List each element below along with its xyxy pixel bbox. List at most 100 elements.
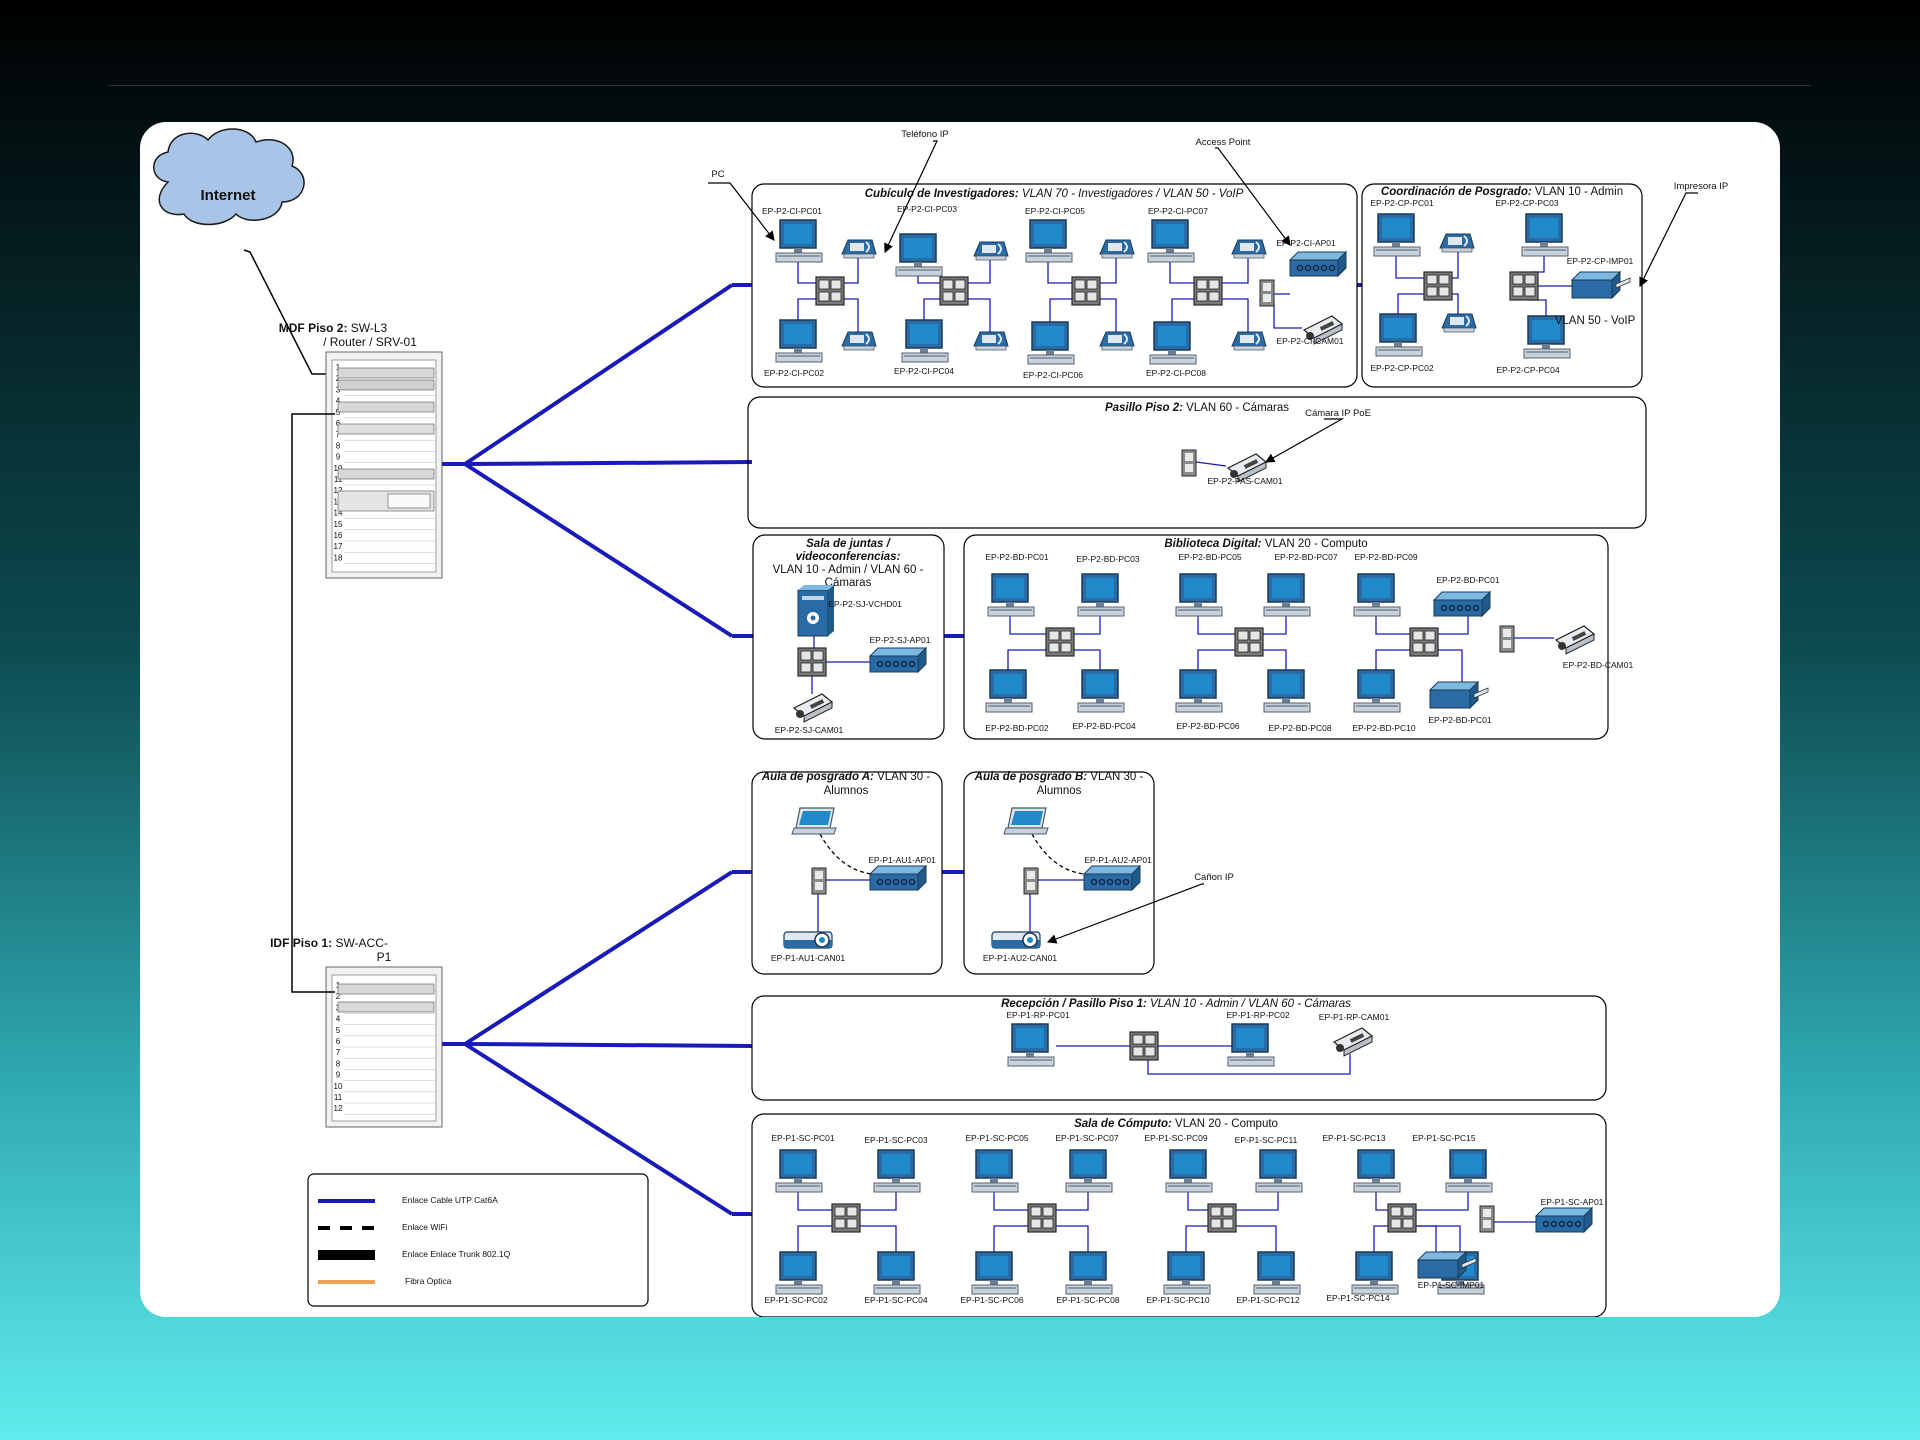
rp-title-bold: Recepción / Pasillo Piso 1: [1001,998,1147,1010]
utp-link [968,298,991,332]
pc-icon [1263,669,1311,713]
utp-link [1375,1192,1388,1211]
device-label: EP-P1-AU1-CAN01 [771,953,845,963]
pc-icon [987,573,1035,617]
device-label: EP-P2-CI-PC07 [1148,206,1208,216]
ci-title-bold: Cubículo de Investigadores: [865,188,1019,200]
ip-phone-icon [1439,233,1475,253]
device-label: EP-P2-CP-PC04 [1496,365,1560,375]
mdfUnits-unit: 14 [334,509,343,518]
mdfUnits-unit: 9 [336,453,341,462]
svg-text:MDF Piso 2: SW-L3: MDF Piso 2: SW-L3 [279,321,388,335]
pc-icon [1065,1149,1113,1193]
utp-link [844,298,859,332]
ip-phone-icon [973,241,1009,261]
wall-jack-icon [1181,449,1197,477]
wall-jack-icon [1479,1205,1495,1233]
device-label: EP-P2-BD-PC01 [985,552,1049,562]
idfUnits-unit: 12 [334,1104,343,1113]
pc-icon [1255,1149,1303,1193]
idfUnits-unit: 7 [336,1048,341,1057]
callout-impresora: Impresora IP [1674,181,1728,192]
device-label: EP-P2-CI-PC02 [764,368,824,378]
ip-printer-icon [1571,271,1631,299]
utp-link [1197,616,1235,635]
device-label: EP-P2-CI-PC05 [1025,206,1085,216]
device-label: EP-P2-CP-PC02 [1370,363,1434,373]
ip-phone-icon [1099,331,1135,351]
device-label: EP-P2-BD-CAM01 [1563,660,1634,670]
switch-icon [939,276,969,306]
pc-icon [1165,1149,1213,1193]
mdfUnits-unit: 8 [336,441,341,450]
pc-icon [895,233,943,277]
ip-phone-icon [1441,313,1477,333]
area-box-sc [751,1113,1607,1317]
ip-phone-icon [841,239,877,259]
switch-icon [1071,276,1101,306]
access-point-icon [869,865,927,891]
network-diagram: Internet MDF Piso 2: SW-L3 / Router / SR… [153,128,1728,1317]
laptop-icon [791,807,837,835]
callout-telefono: Teléfono IP [901,129,949,140]
svg-text:Aula de posgrado B: VLAN 30 -: Aula de posgrado B: VLAN 30 - [974,771,1144,783]
mdfUnits-unit: 2 [336,374,341,383]
cp-voip-label: VLAN 50 - VoIP [1555,315,1636,327]
sj-title-bold2: videoconferencias: [796,551,901,563]
au2-title-bold: Aula de posgrado B: [974,771,1088,783]
legend-label-trunk: Enlace Enlace Trunk 802.1Q [402,1249,511,1259]
utp-link [1171,298,1194,322]
pc-icon [1163,1251,1211,1295]
pc-icon [1353,669,1401,713]
au2-title-rest2: Alumnos [1037,785,1082,797]
device-label: EP-P2-CP-PC01 [1370,198,1434,208]
rp-title-rest: VLAN 10 - Admin / VLAN 60 - Cámaras [1147,998,1351,1010]
callout-pc: PC [711,169,724,180]
mdf-title-bold: MDF Piso 2: [279,321,348,335]
pc-icon [775,1251,823,1295]
access-point-icon [1535,1207,1593,1233]
wifi-link [819,833,873,875]
ip-phone-icon [841,331,877,351]
switch-icon [1409,627,1439,657]
utp-link [1263,616,1287,635]
utp-link [917,276,940,284]
switch-icon [1045,627,1075,657]
device-label: EP-P1-RP-PC02 [1226,1010,1290,1020]
pc-icon [971,1149,1019,1193]
pas-title-bold: Pasillo Piso 2: [1105,402,1183,414]
mdfUnits-unit: 11 [334,475,343,484]
device-label: EP-P2-CI-CAM01 [1276,336,1343,346]
device-label: EP-P2-CP-PC03 [1495,198,1559,208]
svg-text:Pasillo Piso 2: VLAN 60 - Cáma: Pasillo Piso 2: VLAN 60 - Cámaras [1105,402,1289,414]
utp-link [797,298,816,320]
device-label: EP-P1-SC-PC08 [1056,1295,1120,1305]
utp-link [1236,1225,1277,1252]
device-label: EP-P1-SC-PC06 [960,1295,1024,1305]
area-box-au1 [751,771,943,975]
device-label: EP-P1-RP-CAM01 [1319,1012,1390,1022]
wall-jack-icon [1259,279,1275,307]
device-label: EP-P1-SC-PC03 [864,1135,928,1145]
callout-canon: Cañon IP [1194,872,1234,883]
utp-link [1056,1225,1089,1252]
projector-icon [991,931,1041,949]
idfUnits-unit: 8 [336,1059,341,1068]
wall-jack-icon [1023,867,1039,895]
area-box-rp [751,995,1607,1101]
utp-link [1416,1192,1469,1211]
mdfUnits-unit: 17 [334,542,343,551]
ip-printer-icon [1429,681,1489,709]
device-label: EP-P1-SC-PC04 [864,1295,928,1305]
au1-title-bold: Aula de posgrado A: [761,771,874,783]
device-label: EP-P2-CI-PC01 [762,206,822,216]
device-label: EP-P1-AU2-CAN01 [983,953,1057,963]
utp-link [1147,1054,1351,1075]
mdfUnits-unit: 7 [336,430,341,439]
au2-title-rest: VLAN 30 - [1087,771,1143,783]
device-label: EP-P2-SJ-VCHD01 [828,599,902,609]
internet-label: Internet [200,187,255,204]
utp-link [860,1192,897,1211]
utp-link [1222,298,1249,332]
pc-icon [1227,1023,1275,1067]
